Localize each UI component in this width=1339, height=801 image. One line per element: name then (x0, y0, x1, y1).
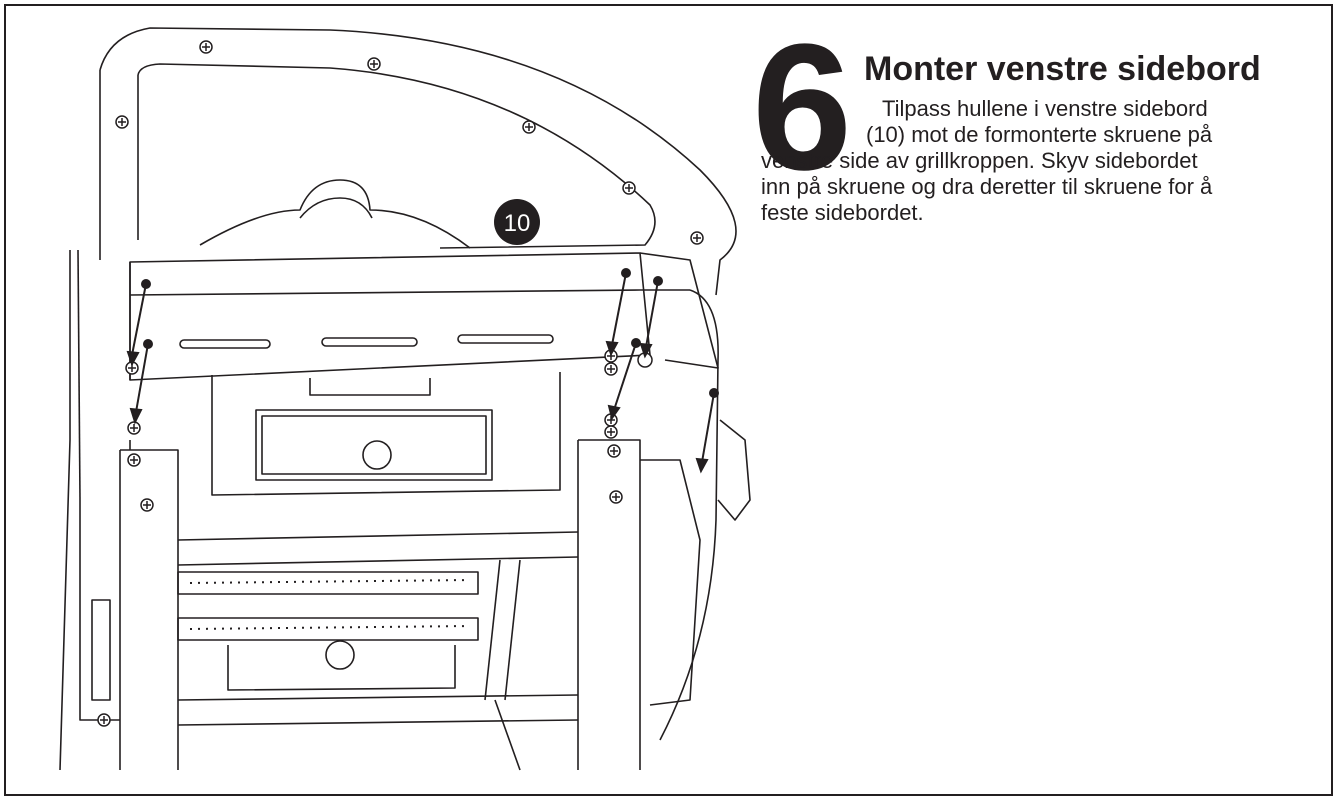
part-callout-number: 10 (504, 210, 531, 237)
instruction-line: inn på skruene og dra deretter til skrue… (761, 174, 1213, 199)
step-title: Monter venstre sidebord (864, 50, 1261, 88)
instruction-line: feste sidebordet. (761, 200, 924, 225)
instruction-line: Tilpass hullene i venstre sidebord (882, 96, 1208, 121)
instruction-line: (10) mot de formonterte skruene på (866, 122, 1213, 147)
step-number: 6 (752, 7, 852, 208)
grill-side-table-illustration: 10 (59, 27, 751, 771)
instruction-line: venstre side av grillkroppen. Skyv sideb… (761, 148, 1198, 173)
page-frame (4, 4, 1333, 796)
part-callout-badge (494, 199, 540, 245)
